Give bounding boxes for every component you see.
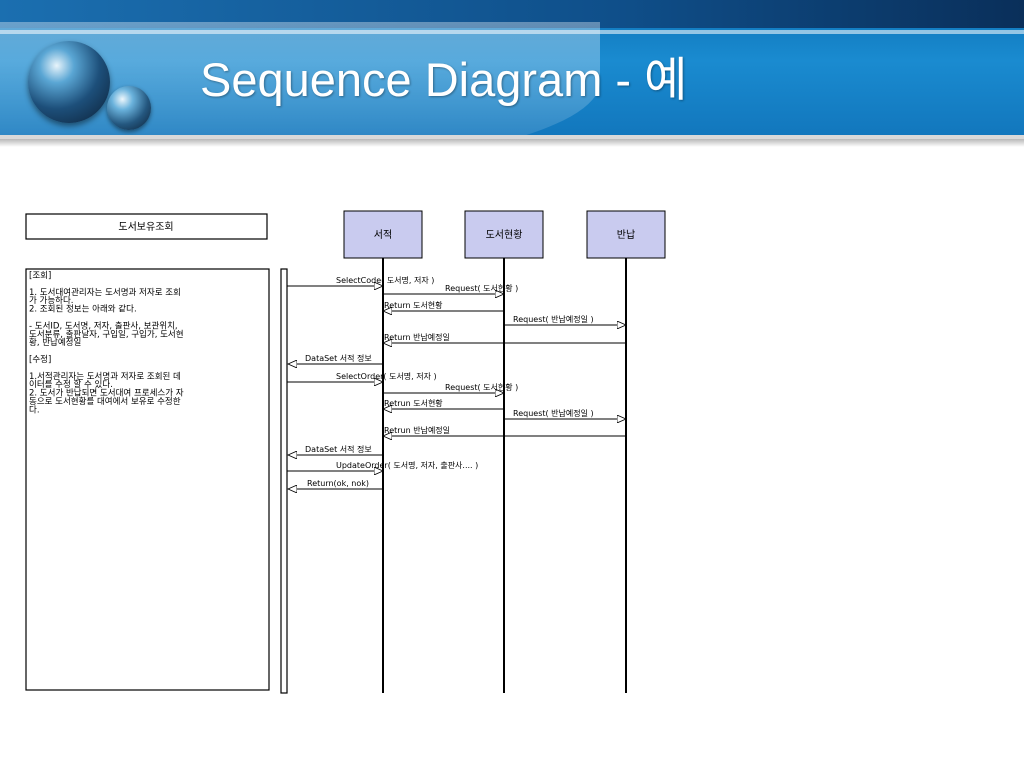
description-line: 이터를 수정 할 수 있다. xyxy=(29,379,113,390)
header-top-bar xyxy=(0,0,1024,28)
slide-header: Sequence Diagram - 예 xyxy=(0,0,1024,135)
description-line: 1. 도서대여관리자는 도서명과 저자로 조회 xyxy=(29,287,181,298)
description-line: 2. 조회된 정보는 아래와 같다. xyxy=(29,304,137,315)
object-label-seojeok: 서적 xyxy=(374,229,392,241)
message-label: DataSet 서적 정보 xyxy=(305,444,372,454)
message-label: DataSet 서적 정보 xyxy=(305,353,372,363)
object-label-bannap: 반납 xyxy=(617,229,635,241)
description-line: 다. xyxy=(29,405,40,415)
description-line: [수정] xyxy=(29,354,51,365)
message-label: SelectCode( 도서명, 저자 ) xyxy=(336,275,434,285)
description-line: 도서분류, 출판날자, 구입일, 구입가, 도서현 xyxy=(29,329,184,340)
description-line: - 도서ID, 도서명, 저자, 출판사, 보관위치, xyxy=(29,320,178,331)
message-label: Retrun 반납예정일 xyxy=(384,425,450,435)
message-label: Request( 반납예정일 ) xyxy=(513,408,594,418)
message-label: UpdateOrder( 도서명, 저자, 출판사.... ) xyxy=(336,460,478,470)
message-label: SelectOrder( 도서명, 저자 ) xyxy=(336,371,437,381)
object-label-doseohyeonhwang: 도서현황 xyxy=(486,229,523,241)
slide-title: Sequence Diagram - 예 xyxy=(200,53,688,106)
message-label: Return 도서현황 xyxy=(384,300,443,310)
object-box-seojeok xyxy=(343,210,423,259)
usecase-title: 도서보유조회 xyxy=(118,221,173,233)
message-label: Return(ok, nok) xyxy=(307,479,369,488)
header-shadow xyxy=(0,139,1024,147)
message-label: Request( 도서현황 ) xyxy=(445,382,518,392)
actor-activation-bar xyxy=(280,268,288,694)
description-line: 1.서적관리자는 도서명과 저자로 조회된 데 xyxy=(29,371,181,382)
description-line: 동으로 도서현황를 대여에서 보유로 수정한 xyxy=(29,396,181,407)
description-line: 2. 도서가 반납되면 도서대여 프로세스가 자 xyxy=(29,388,184,399)
usecase-title-box xyxy=(25,213,268,240)
description-note-box xyxy=(25,268,270,691)
header-separator xyxy=(0,135,1024,139)
message-label: Request( 반납예정일 ) xyxy=(513,314,594,324)
description-text-block: [조회] 1. 도서대여관리자는 도서명과 저자로 조회가 가능하다.2. 조회된… xyxy=(29,271,184,415)
small-globe-icon xyxy=(107,86,151,130)
message-label: Return 반납예정일 xyxy=(384,332,450,342)
header-shine-line xyxy=(0,30,1024,34)
message-label: Retrun 도서현황 xyxy=(384,398,443,408)
message-label: Request( 도서현황 ) xyxy=(445,283,518,293)
description-line: 황, 반납예정일 xyxy=(29,337,81,348)
description-line: 가 가능하다. xyxy=(29,295,74,306)
globe-logo-icon xyxy=(28,41,110,123)
object-box-doseohyeonhwang xyxy=(464,210,544,259)
description-line: [조회] xyxy=(29,271,51,281)
message-group: SelectCode( 도서명, 저자 )Request( 도서현황 )Retu… xyxy=(287,275,626,489)
